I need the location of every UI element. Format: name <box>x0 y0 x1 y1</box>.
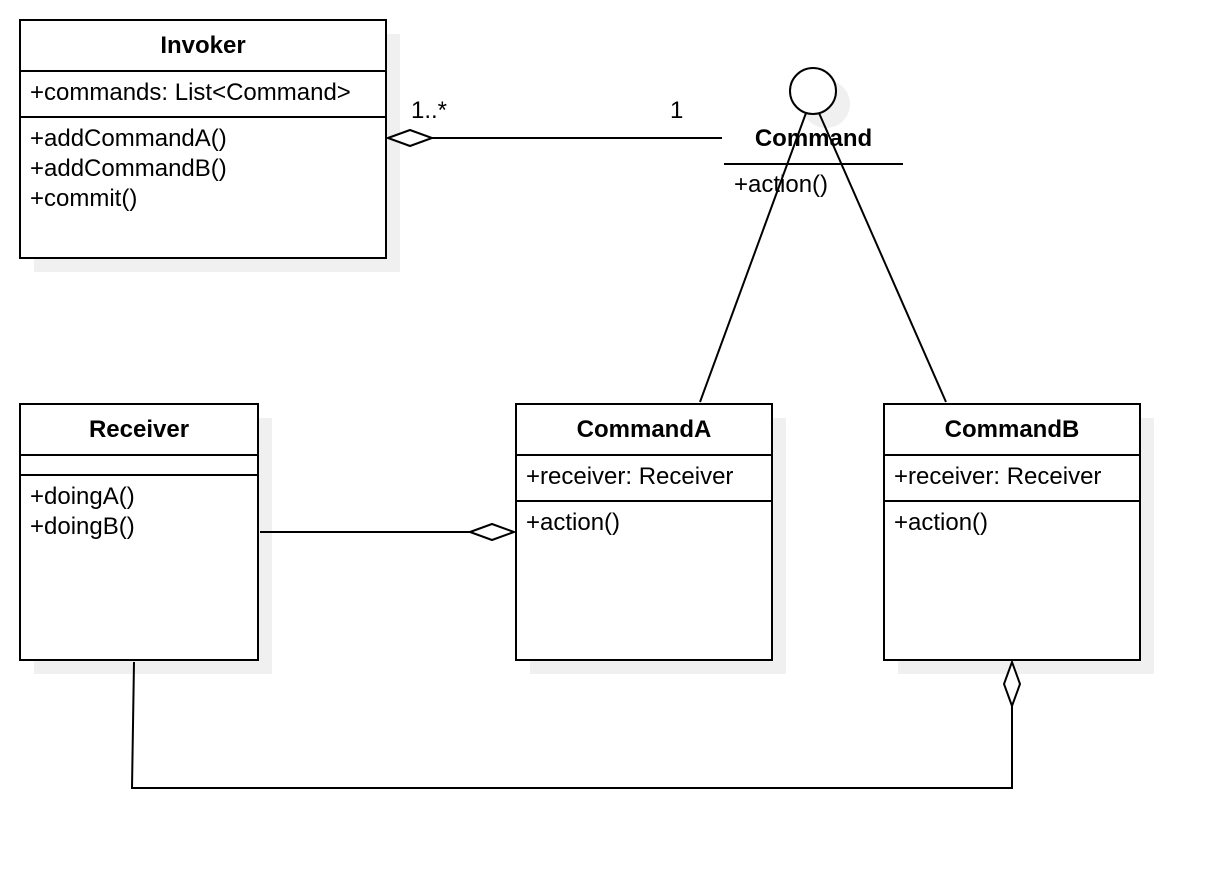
command-b-class-name: CommandB <box>885 405 1139 456</box>
receiver-operations: +doingA() +doingB() <box>21 476 257 542</box>
invoker-operation: +commit() <box>30 185 138 212</box>
multiplicity-command-end: 1 <box>670 97 684 124</box>
invoker-aggregation-diamond <box>385 128 435 148</box>
command-b-operations: +action() <box>885 502 1139 538</box>
receiver-class-name: Receiver <box>21 405 257 456</box>
interface-lollipop-circle <box>789 67 837 115</box>
command-b-attributes: +receiver: Receiver <box>885 456 1139 502</box>
command-a-attribute: +receiver: Receiver <box>526 463 734 490</box>
command-b-class-box[interactable]: CommandB +receiver: Receiver +action() <box>883 403 1141 661</box>
command-interface-name[interactable]: Command <box>754 125 873 152</box>
command-a-class-name: CommandA <box>517 405 771 456</box>
command-a-operation: +action() <box>526 509 621 536</box>
multiplicity-invoker-end: 1..* <box>411 97 448 124</box>
command-a-operations: +action() <box>517 502 771 538</box>
command-a-class-box[interactable]: CommandA +receiver: Receiver +action() <box>515 403 773 661</box>
invoker-class-name: Invoker <box>21 21 385 72</box>
receiver-command-b-aggregation-line <box>130 661 1013 789</box>
invoker-attribute: +commands: List<Command> <box>30 79 351 106</box>
receiver-attributes <box>21 456 257 476</box>
realization-line-command-b <box>818 112 947 403</box>
invoker-operation: +addCommandA() <box>30 125 227 152</box>
command-a-attributes: +receiver: Receiver <box>517 456 771 502</box>
invoker-operations: +addCommandA() +addCommandB() +commit() <box>21 118 385 214</box>
command-interface-operation: +action() <box>734 171 829 198</box>
receiver-class-box[interactable]: Receiver +doingA() +doingB() <box>19 403 259 661</box>
invoker-operation: +addCommandB() <box>30 155 227 182</box>
invoker-attributes: +commands: List<Command> <box>21 72 385 118</box>
receiver-operation: +doingB() <box>30 513 135 540</box>
receiver-operation: +doingA() <box>30 483 135 510</box>
command-b-attribute: +receiver: Receiver <box>894 463 1102 490</box>
realization-line-command-a <box>699 112 807 403</box>
command-b-operation: +action() <box>894 509 989 536</box>
command-b-aggregation-diamond <box>1002 659 1022 709</box>
command-a-aggregation-diamond <box>467 522 517 542</box>
invoker-class-box[interactable]: Invoker +commands: List<Command> +addCom… <box>19 19 387 259</box>
